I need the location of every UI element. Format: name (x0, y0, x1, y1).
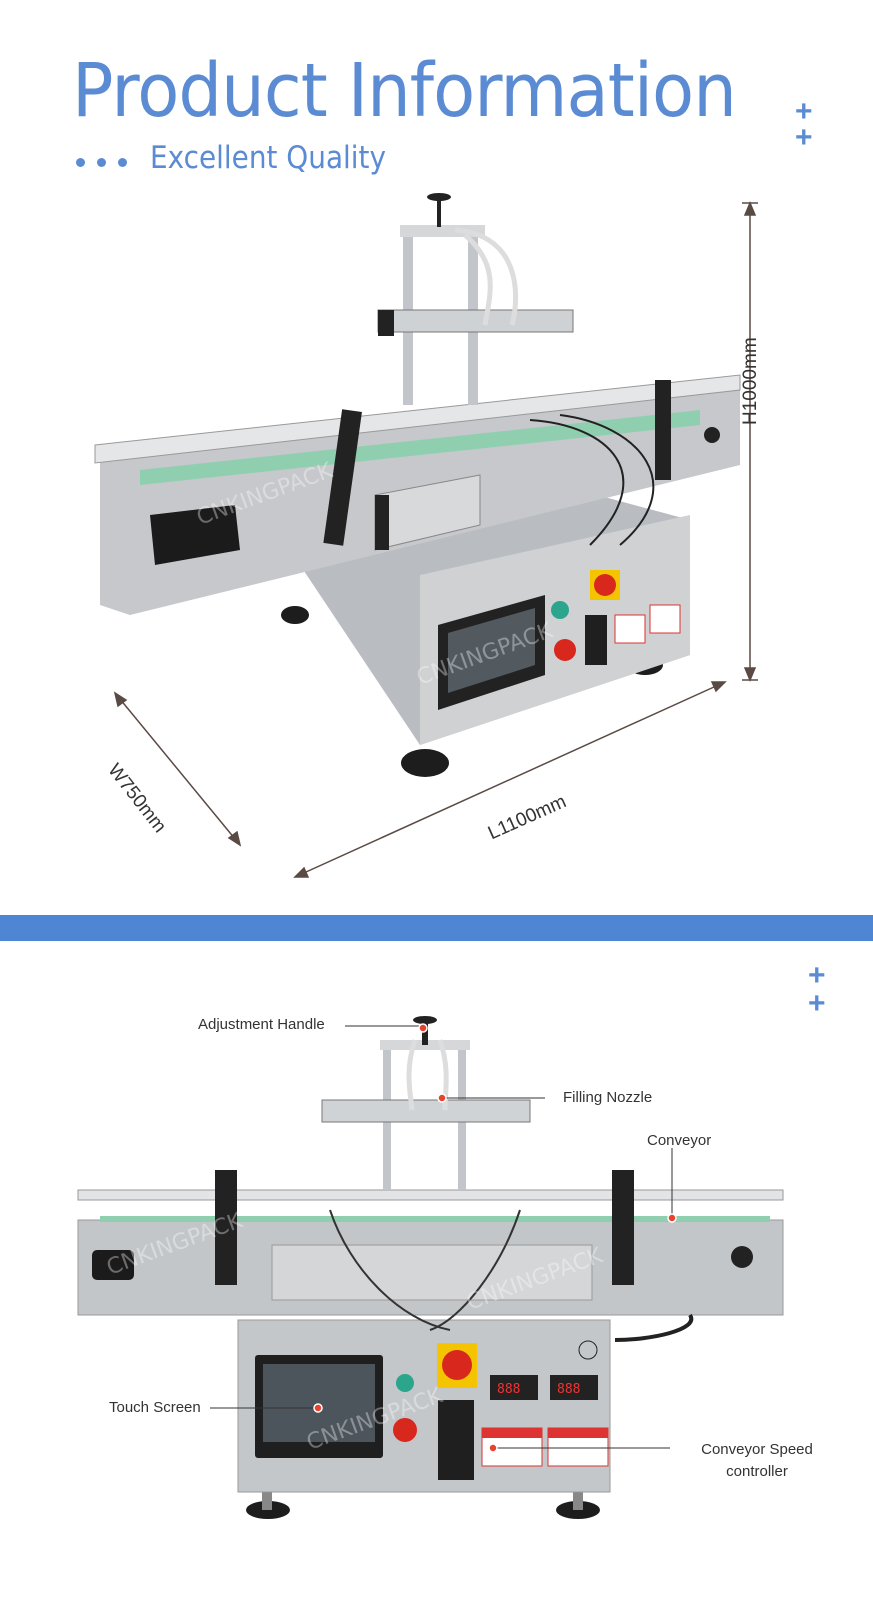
plus-icon: + (808, 987, 826, 1020)
section-divider-band (0, 915, 873, 941)
callout-conveyor: Conveyor (647, 1132, 712, 1149)
callout-touch-screen: Touch Screen (109, 1399, 201, 1416)
bullet-dot-icon (76, 158, 85, 167)
page-subtitle: Excellent Quality (150, 140, 387, 176)
page-title: Product Information (72, 48, 737, 134)
callout-adjustment-handle: Adjustment Handle (198, 1016, 325, 1033)
callout-line: Conveyor Speed (701, 1441, 813, 1458)
svg-text:888: 888 (497, 1382, 520, 1397)
plus-icon: + (795, 95, 813, 128)
svg-text:888: 888 (557, 1382, 580, 1397)
plus-icon: + (795, 121, 813, 154)
bullet-dot-icon (97, 158, 106, 167)
callout-lines (210, 1025, 673, 1449)
dimension-lines (113, 201, 758, 878)
machine-photo-front: 888 888 CNKINGPACK CNKINGPACK CNKINGPACK (77, 1016, 784, 1519)
callout-line: controller (726, 1463, 788, 1480)
callout-markers (313, 1023, 677, 1453)
height-dimension: H1000mm (740, 337, 761, 425)
machine-photo-angled: CNKINGPACK CNKINGPACK (94, 193, 758, 878)
bullet-dot-icon (118, 158, 127, 167)
callout-conveyor-speed-controller: Conveyor Speed controller (692, 1439, 822, 1483)
plus-icon: + (808, 959, 826, 992)
callout-filling-nozzle: Filling Nozzle (563, 1089, 653, 1106)
